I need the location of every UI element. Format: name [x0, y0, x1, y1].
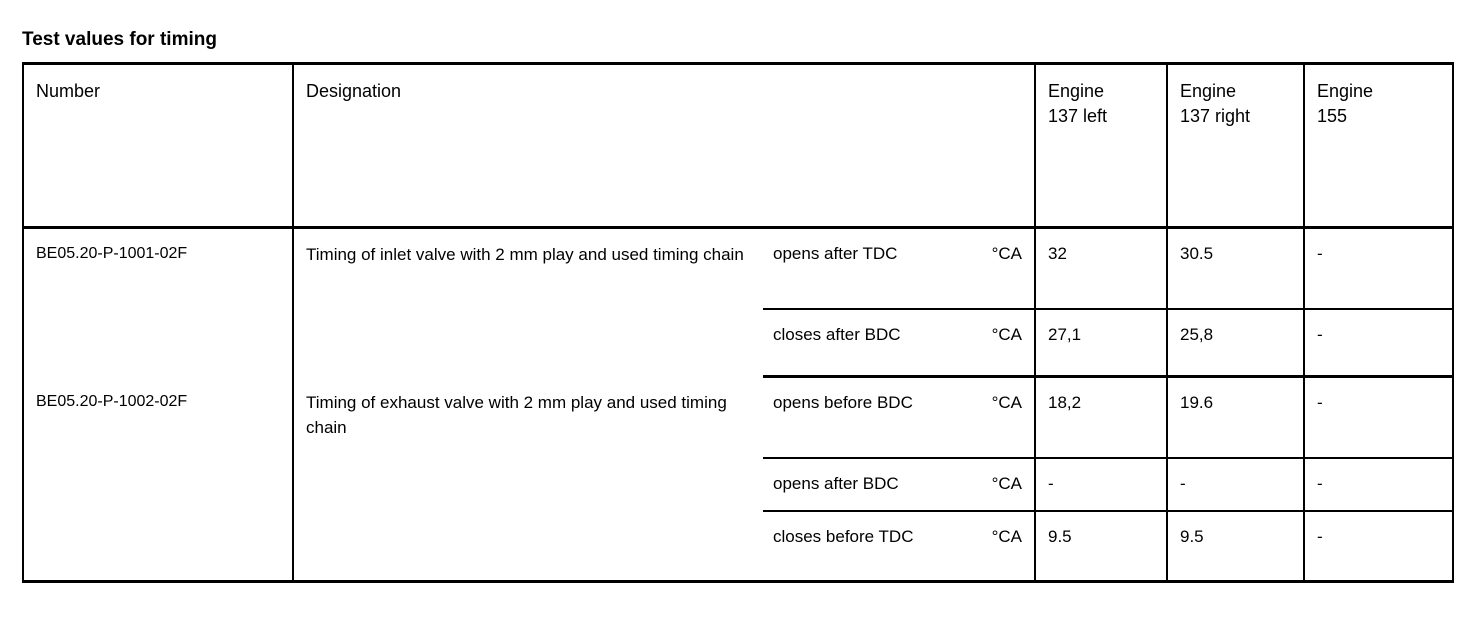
- cell-condition: closes after BDC: [763, 308, 965, 378]
- table-row: closes after BDC °CA 27,1 25,8 -: [23, 308, 1454, 378]
- column-header-number: Number: [22, 62, 293, 229]
- cell-designation: Timing of exhaust valve with 2 mm play a…: [292, 376, 763, 583]
- column-header-engine-137-right: Engine 137 right: [1166, 62, 1304, 229]
- cell-engine-137-right: 9.5: [1166, 510, 1304, 583]
- cell-engine-137-left: -: [1034, 457, 1167, 512]
- cell-condition: opens after TDC: [763, 227, 965, 310]
- table-row: opens after BDC °CA - - -: [23, 457, 1454, 512]
- cell-engine-137-right: -: [1166, 457, 1304, 512]
- column-header-engine-137-left-line1: Engine: [1048, 81, 1105, 101]
- column-header-condition: [763, 62, 965, 229]
- cell-engine-155: -: [1303, 376, 1454, 459]
- column-header-engine-137-right-line1: Engine: [1180, 81, 1237, 101]
- cell-engine-155: -: [1303, 457, 1454, 512]
- cell-engine-137-left: 27,1: [1034, 308, 1167, 378]
- cell-unit: °CA: [965, 376, 1035, 459]
- cell-engine-137-left: 18,2: [1034, 376, 1167, 459]
- cell-unit: °CA: [965, 457, 1035, 512]
- cell-number: BE05.20-P-1001-02F: [22, 227, 293, 377]
- cell-unit: °CA: [965, 510, 1035, 583]
- table-row: closes before TDC °CA 9.5 9.5 -: [23, 510, 1454, 583]
- cell-unit: °CA: [965, 227, 1035, 310]
- table-row: BE05.20-P-1001-02F Timing of inlet valve…: [22, 227, 1454, 377]
- column-header-engine-137-left-line2: 137 left: [1048, 106, 1108, 126]
- column-header-designation: Designation: [292, 62, 763, 229]
- cell-condition: opens before BDC: [763, 376, 965, 459]
- column-header-engine-137-left: Engine 137 left: [1034, 62, 1167, 229]
- cell-engine-155: -: [1303, 227, 1454, 310]
- cell-condition: closes before TDC: [763, 510, 965, 583]
- cell-engine-155: -: [1303, 510, 1454, 583]
- table-header-row: Number Designation Engine 137 left Engin…: [22, 62, 1454, 229]
- cell-engine-155: -: [1303, 308, 1454, 378]
- timing-table-container: Number Designation Engine 137 left Engin…: [22, 62, 1454, 591]
- cell-number: BE05.20-P-1002-02F: [22, 376, 293, 583]
- cell-engine-137-right: 25,8: [1166, 308, 1304, 378]
- cell-engine-137-right: 19.6: [1166, 376, 1304, 459]
- cell-engine-137-left: 9.5: [1034, 510, 1167, 583]
- column-header-engine-155-line1: Engine: [1317, 81, 1374, 101]
- column-header-unit: [965, 62, 1035, 229]
- table-body: BE05.20-P-1001-02F Timing of inlet valve…: [22, 227, 1454, 583]
- page-title: Test values for timing: [22, 29, 217, 50]
- column-header-engine-155-line2: 155: [1317, 106, 1348, 126]
- cell-condition: opens after BDC: [763, 457, 965, 512]
- cell-unit: °CA: [965, 308, 1035, 378]
- table-header: Number Designation Engine 137 left Engin…: [22, 62, 1454, 229]
- table-row: BE05.20-P-1002-02F Timing of exhaust val…: [22, 376, 1454, 583]
- timing-table: Number Designation Engine 137 left Engin…: [22, 62, 1454, 583]
- cell-engine-137-left: 32: [1034, 227, 1167, 310]
- column-header-engine-155: Engine 155: [1303, 62, 1454, 229]
- cell-designation: Timing of inlet valve with 2 mm play and…: [292, 227, 763, 377]
- column-header-engine-137-right-line2: 137 right: [1180, 106, 1251, 126]
- cell-engine-137-right: 30.5: [1166, 227, 1304, 310]
